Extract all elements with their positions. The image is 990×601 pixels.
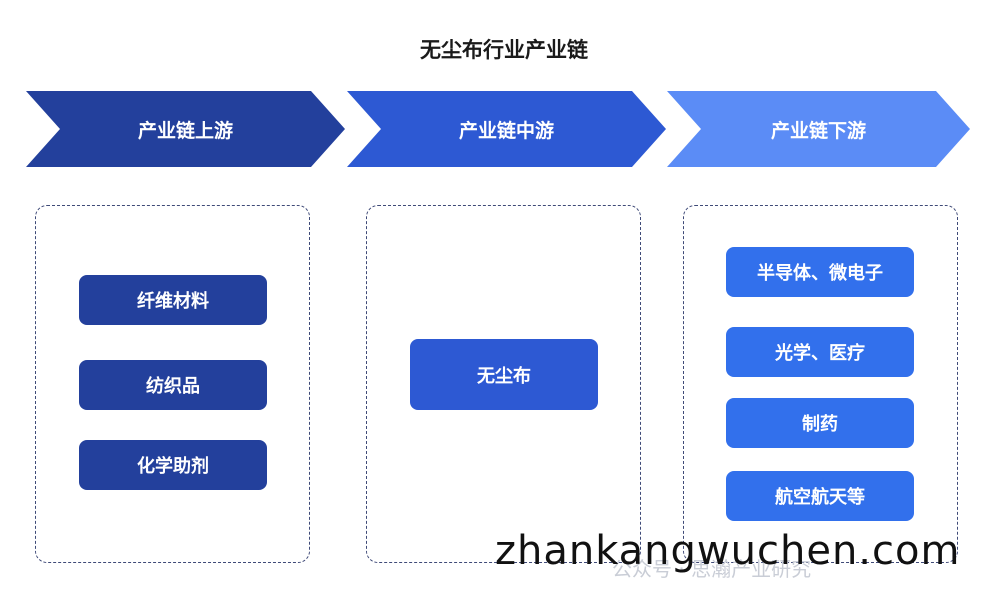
downstream-item-optics-medical: 光学、医疗 bbox=[726, 327, 914, 377]
midstream-panel bbox=[366, 205, 641, 563]
stage-arrow-midstream bbox=[347, 91, 666, 167]
stage-label-downstream: 产业链下游 bbox=[770, 120, 866, 142]
downstream-panel bbox=[683, 205, 958, 563]
downstream-item-semiconductor: 半导体、微电子 bbox=[726, 247, 914, 297]
watermark: zhankangwuchen.com bbox=[495, 528, 961, 574]
stage-arrow-downstream bbox=[667, 91, 970, 167]
downstream-item-aerospace: 航空航天等 bbox=[726, 471, 914, 521]
diagram-title: 无尘布行业产业链 bbox=[420, 38, 588, 62]
watermark-faint: 公众号 · 思瀚产业研究 bbox=[612, 557, 812, 581]
upstream-item-chemical: 化学助剂 bbox=[79, 440, 267, 490]
upstream-item-textile: 纺织品 bbox=[79, 360, 267, 410]
upstream-item-fiber: 纤维材料 bbox=[79, 275, 267, 325]
stage-label-upstream: 产业链上游 bbox=[137, 120, 233, 142]
upstream-panel bbox=[35, 205, 310, 563]
midstream-item-cleanroom-wiper: 无尘布 bbox=[410, 339, 598, 410]
downstream-item-pharma: 制药 bbox=[726, 398, 914, 448]
stage-label-midstream: 产业链中游 bbox=[458, 120, 554, 142]
stage-arrow-upstream bbox=[26, 91, 345, 167]
